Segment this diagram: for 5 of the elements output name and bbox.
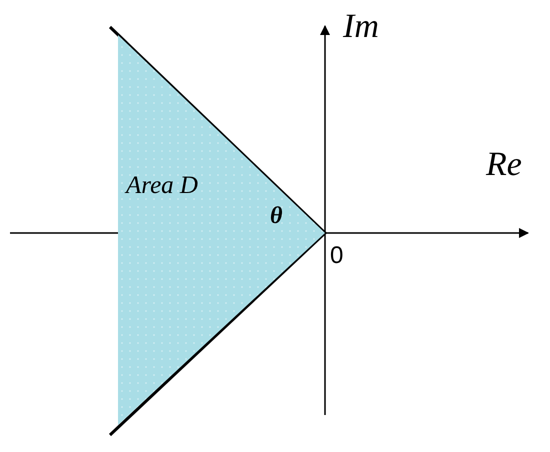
region-label: Area D <box>126 173 198 198</box>
angle-label: θ <box>270 204 282 228</box>
axis-label: Im <box>343 10 379 44</box>
axis-label: Re <box>486 148 522 182</box>
origin-label: 0 <box>330 244 344 268</box>
